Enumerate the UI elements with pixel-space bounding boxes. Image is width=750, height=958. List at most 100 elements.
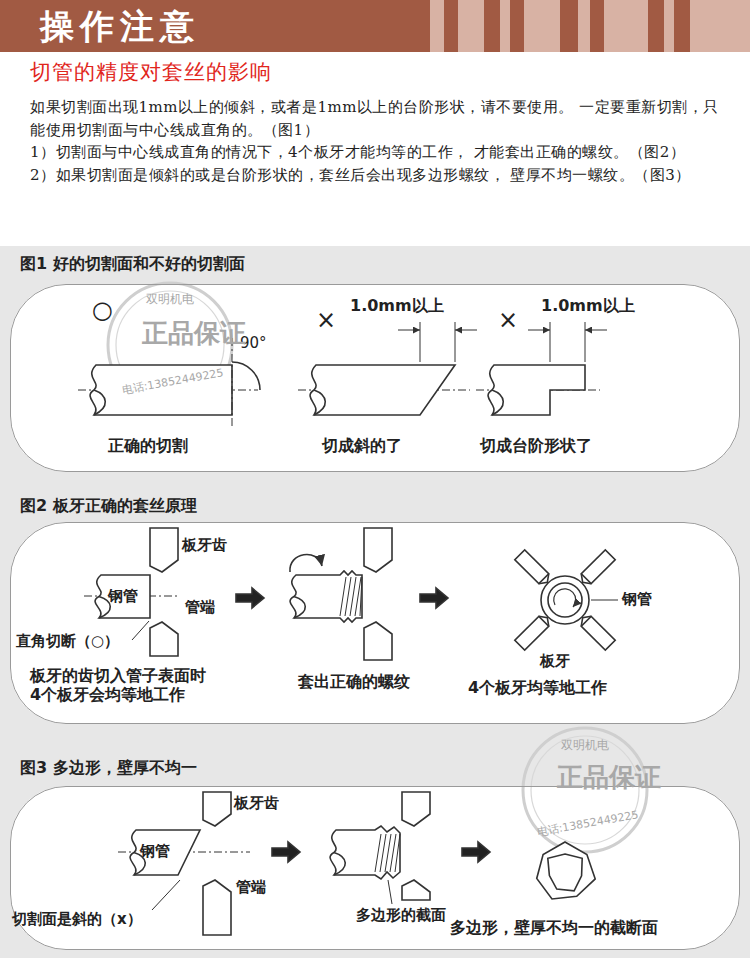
die-plate — [402, 880, 430, 900]
part-label: 板牙 — [540, 652, 570, 670]
watermark: 正品保证 — [142, 318, 198, 349]
rotation-arrow — [290, 555, 322, 572]
caption-text: 正确的切割 — [108, 436, 188, 455]
watermark: 正品保证 — [557, 762, 613, 793]
part-label: 板牙齿 — [234, 794, 279, 812]
steel-pipe — [290, 571, 362, 622]
header-stripe — [690, 0, 750, 52]
figure-heading: 图3 多边形，壁厚不均一 — [10, 758, 740, 779]
dimension-line — [550, 322, 551, 362]
dimension-line — [585, 322, 586, 362]
steel-pipe — [95, 575, 150, 618]
die-plate — [578, 613, 615, 650]
part-label: 管端 — [185, 598, 215, 616]
band-fill — [10, 522, 740, 724]
polygon-bore — [548, 854, 582, 891]
die-plate — [402, 792, 430, 826]
die-plate — [203, 792, 231, 826]
die-plate — [364, 528, 392, 572]
caption-text: 切成斜的了 — [322, 436, 402, 455]
thread-line — [350, 577, 356, 616]
pipe-break — [314, 390, 325, 415]
dimension-label: 1.0mm以上 — [541, 296, 635, 315]
die-plate — [150, 622, 178, 656]
header-stripe — [524, 0, 560, 52]
header-stripe — [500, 0, 510, 52]
pipe-break — [294, 597, 305, 619]
steel-pipe — [488, 365, 585, 415]
dimension-arrow — [528, 330, 550, 331]
dimension-line — [455, 322, 456, 362]
part-label: 管端 — [236, 878, 266, 896]
header-stripe — [430, 0, 444, 52]
part-label: 直角切断（○） — [16, 632, 119, 650]
dimension-arrow — [398, 330, 420, 331]
die-plate — [515, 613, 552, 650]
step-arrow — [462, 842, 490, 862]
pipe-break — [334, 853, 345, 876]
step-arrow — [272, 842, 300, 862]
header-stripe — [578, 0, 590, 52]
rotation-arrow — [554, 589, 576, 607]
caption-text: 4个板牙均等地工作 — [468, 678, 607, 697]
drawings — [78, 322, 618, 935]
band-fill — [10, 284, 740, 472]
watermark-ring — [523, 728, 647, 852]
watermark-ring — [531, 736, 639, 844]
die-body — [515, 550, 549, 584]
step-arrow — [236, 588, 264, 608]
thread-line — [345, 577, 351, 616]
thread-line — [395, 834, 400, 872]
note-text: 1）切割面与中心线成直角的情况下，4个板牙才能均等的工作， 才能套出正确的螺纹。… — [30, 141, 730, 164]
caption-text: 板牙的齿切入管子表面时 4个板牙会均等地工作 — [30, 666, 280, 704]
part-label: 钢管 — [622, 590, 652, 608]
caption-text: 切成台阶形状了 — [480, 436, 592, 455]
center-line — [232, 338, 233, 428]
pipe-break — [94, 390, 105, 415]
steel-pipe — [310, 365, 455, 415]
leader-line — [388, 880, 392, 904]
steel-pipe — [130, 830, 200, 875]
header-bar — [0, 0, 750, 52]
figure-heading: 图2 板牙正确的套丝原理 — [10, 496, 740, 517]
part-label: 多边形的截面 — [356, 906, 446, 924]
dimension-label: 1.0mm以上 — [350, 296, 444, 315]
die-body — [581, 616, 615, 650]
header-stripe — [458, 0, 484, 52]
pipe-break — [492, 390, 503, 415]
caption-text: 套出正确的螺纹 — [298, 672, 410, 691]
thread-line — [390, 834, 396, 872]
part-label: 板牙齿 — [182, 536, 227, 554]
step-arrow — [420, 588, 448, 608]
part-label: 切割面是斜的（x） — [12, 910, 142, 928]
thread-line — [375, 834, 381, 872]
dimension-arrow — [585, 330, 607, 331]
die-plate — [150, 528, 178, 572]
notes-block: 如果切割面出现1mm以上的倾斜，或者是1mm以上的台阶形状，请不要使用。 一定要… — [30, 96, 730, 186]
die-plate — [515, 550, 552, 587]
thread-line — [360, 577, 362, 616]
dimension-arrow — [455, 330, 477, 331]
pipe-section — [541, 576, 589, 624]
section-heading: 切管的精度对套丝的影响 — [30, 60, 272, 85]
die-body — [515, 616, 549, 650]
note-text: 如果切割面出现1mm以上的倾斜，或者是1mm以上的台阶形状，请不要使用。 一定要… — [30, 96, 730, 141]
thread-line — [380, 834, 386, 872]
dimension-line — [420, 322, 421, 362]
leader-line — [591, 600, 618, 601]
header-stripe — [604, 0, 648, 52]
caption-text: 多边形，壁厚不均一的截断面 — [450, 918, 658, 937]
header-stripe — [664, 0, 674, 52]
pipe-bore — [548, 583, 582, 617]
steel-pipe — [90, 365, 232, 415]
grey-ground — [0, 246, 750, 958]
watermark: 双明机电 — [561, 738, 609, 752]
thread-line — [355, 577, 361, 616]
ng-mark: × — [498, 306, 518, 335]
die-body — [581, 550, 615, 584]
watermark: 双明机电 — [146, 292, 194, 306]
die-plate — [578, 550, 615, 587]
leader-line — [152, 880, 180, 910]
leader-line — [132, 621, 149, 640]
